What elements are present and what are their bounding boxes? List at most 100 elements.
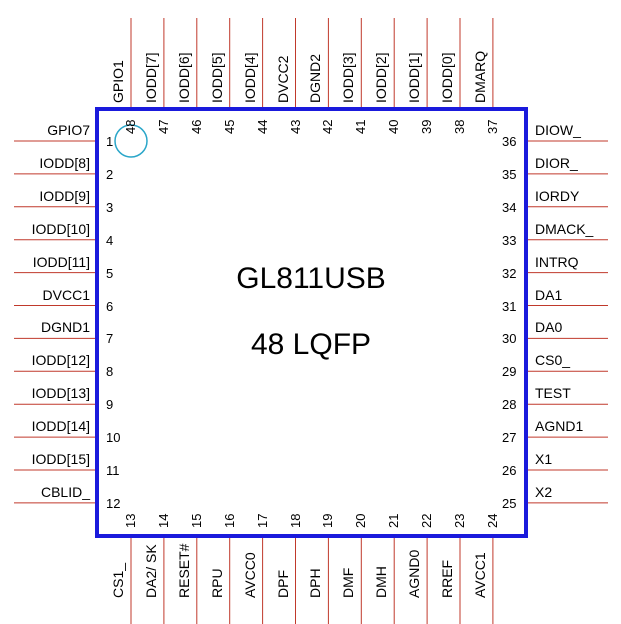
pin-number-right: 32 xyxy=(502,265,517,281)
pin-number-right: 36 xyxy=(502,134,517,149)
pin-name-right: AGND1 xyxy=(535,418,584,435)
pin-name-top: IODD[4] xyxy=(241,52,258,103)
pin-number-bottom: 13 xyxy=(123,513,138,528)
pin-number-bottom: 23 xyxy=(452,513,467,528)
pin-name-top: GPIO1 xyxy=(110,60,126,103)
pin-name-right: IORDY xyxy=(535,187,580,204)
pin-number-top: 47 xyxy=(155,119,171,134)
pin-name-left: IODD[14] xyxy=(31,418,90,435)
pin-number-bottom: 15 xyxy=(188,513,204,528)
pin-number-left: 10 xyxy=(106,430,121,446)
pin-name-top: DGND2 xyxy=(307,53,324,103)
pin-name-right: DMACK_ xyxy=(535,220,594,237)
pin-name-bottom: DMF xyxy=(340,567,357,598)
pin-name-right: DIOW_ xyxy=(535,122,581,138)
pin-number-left: 12 xyxy=(106,495,121,511)
pin-name-top: IODD[2] xyxy=(373,52,390,103)
pin-name-top: DVCC2 xyxy=(274,55,291,103)
pin-name-bottom: AGND0 xyxy=(406,549,423,598)
pin-name-bottom: RPU xyxy=(208,568,225,598)
pin-number-left: 7 xyxy=(106,331,114,347)
chip-body-outline xyxy=(95,107,528,538)
pin-name-right: X2 xyxy=(535,483,553,500)
pin-number-left: 4 xyxy=(106,232,114,248)
pin-name-bottom: DMH xyxy=(373,566,390,598)
pin-name-bottom: AVCC0 xyxy=(241,552,258,598)
pin-name-right: DA1 xyxy=(535,286,563,303)
pin-name-right: X1 xyxy=(535,451,553,467)
pin-number-right: 26 xyxy=(502,463,517,478)
chip-package-label: 48 LQFP xyxy=(250,328,372,361)
pin-number-top: 48 xyxy=(123,119,138,134)
pin-number-right: 33 xyxy=(502,232,517,248)
pin-number-left: 2 xyxy=(106,166,114,182)
pin-name-left: GPIO7 xyxy=(47,122,90,138)
pin-name-top: IODD[7] xyxy=(142,52,159,103)
pin-number-bottom: 24 xyxy=(484,513,500,528)
pin-name-left: IODD[12] xyxy=(31,352,90,369)
pin-number-right: 35 xyxy=(502,166,517,182)
pin-name-bottom: DPF xyxy=(274,570,291,598)
pin-name-bottom: DA2/ SK xyxy=(142,544,159,598)
pin-number-left: 1 xyxy=(106,134,114,149)
pin-number-right: 28 xyxy=(502,397,517,413)
pin-name-top: IODD[1] xyxy=(406,52,423,103)
pin-name-right: DIOR_ xyxy=(535,154,578,171)
pin-name-top: DMARQ xyxy=(471,50,488,103)
pin-name-right: TEST xyxy=(535,385,571,402)
pin-number-top: 46 xyxy=(188,119,204,134)
pin-number-top: 40 xyxy=(386,119,402,134)
pin-name-left: DGND1 xyxy=(40,319,90,336)
pin-name-left: IODD[13] xyxy=(31,385,90,402)
pin-number-top: 39 xyxy=(419,119,435,134)
pin-name-top: IODD[0] xyxy=(439,52,455,103)
pin-number-top: 38 xyxy=(452,119,467,134)
pin-name-top: IODD[5] xyxy=(208,52,225,103)
pin-name-left: CBLID_ xyxy=(40,483,90,500)
pin-name-right: CS0_ xyxy=(535,352,571,369)
pin-name-bottom: AVCC1 xyxy=(471,552,488,598)
pin-name-bottom: CS1_ xyxy=(110,562,126,598)
pin1-marker xyxy=(114,124,148,158)
pin-number-top: 42 xyxy=(320,119,336,134)
pin-number-top: 43 xyxy=(287,119,303,134)
pin-name-right: DA0 xyxy=(535,319,563,336)
pin-number-top: 37 xyxy=(484,119,500,134)
pin-number-bottom: 20 xyxy=(353,513,369,528)
pin-number-bottom: 14 xyxy=(155,513,171,528)
pin-number-right: 31 xyxy=(502,298,517,314)
pin-name-left: DVCC1 xyxy=(42,286,90,303)
pin-name-top: IODD[6] xyxy=(175,52,192,103)
pin-number-left: 5 xyxy=(106,265,114,281)
pin-number-bottom: 16 xyxy=(221,513,237,528)
pin-name-top: IODD[3] xyxy=(340,52,357,103)
pin-number-left: 9 xyxy=(106,397,114,413)
pin-number-left: 8 xyxy=(106,364,114,380)
chip-part-name: GL811USB xyxy=(236,262,386,295)
pin-number-bottom: 22 xyxy=(419,513,435,528)
pin-number-right: 27 xyxy=(502,430,517,446)
pin-number-top: 41 xyxy=(353,119,369,134)
pin-number-top: 44 xyxy=(254,119,270,134)
pin-name-bottom: DPH xyxy=(307,568,324,598)
pin-number-bottom: 21 xyxy=(386,513,402,528)
pin-number-top: 45 xyxy=(221,119,237,134)
pin-number-right: 25 xyxy=(502,495,517,511)
pin-number-right: 30 xyxy=(502,331,517,347)
pin-number-bottom: 19 xyxy=(320,513,336,528)
pin-name-left: IODD[15] xyxy=(31,451,90,467)
pin-name-bottom: RESET# xyxy=(175,543,192,598)
pin-number-left: 11 xyxy=(106,463,120,478)
pin-number-right: 34 xyxy=(502,199,517,215)
pin-name-left: IODD[11] xyxy=(32,253,90,270)
pin-name-left: IODD[10] xyxy=(31,220,90,237)
pin-number-left: 3 xyxy=(106,199,114,215)
pin-name-left: IODD[8] xyxy=(39,154,90,171)
pin-name-bottom: RREF xyxy=(439,559,455,598)
pin-number-right: 29 xyxy=(502,364,517,380)
pin-name-left: IODD[9] xyxy=(39,187,90,204)
pin-number-bottom: 17 xyxy=(254,513,270,528)
pin-name-right: INTRQ xyxy=(535,253,579,270)
